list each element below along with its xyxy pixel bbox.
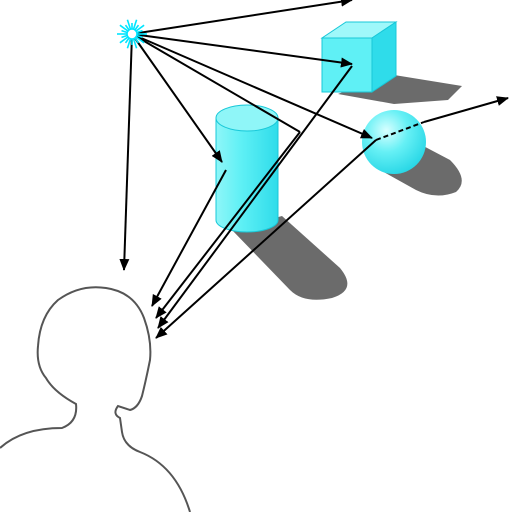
sun-ray [119, 24, 129, 32]
sun-ray [135, 36, 145, 44]
cube [320, 21, 398, 93]
viewer-head-silhouette [0, 286, 191, 512]
sun-ray [136, 34, 143, 39]
sun-ray [134, 37, 140, 44]
ray-light-to-ground [119, 33, 133, 271]
sun-ray [132, 19, 138, 30]
ray-light-to-offscreen [131, 0, 353, 35]
sun-ray [126, 19, 132, 30]
sun-core [126, 28, 138, 40]
sun-ray [136, 29, 143, 34]
sun-ray [119, 36, 129, 44]
ray-light-to-sphere [131, 33, 373, 139]
rays [119, 0, 509, 339]
ray-cube-to-eye [157, 65, 353, 329]
sun-ray [126, 38, 132, 49]
ray-refracted-out [423, 96, 509, 123]
cylinder [215, 104, 279, 233]
ray-light-to-shadow [131, 33, 301, 133]
sun-ray [124, 37, 130, 44]
cylinder-shadow [232, 216, 348, 300]
cube-front-face [321, 37, 373, 93]
sun-ray [121, 34, 128, 39]
ray-light-to-cylinder [131, 33, 223, 163]
ray-sphere-to-eye [155, 139, 377, 339]
cylinder-top [215, 104, 279, 132]
sun-ray [134, 24, 140, 31]
sun-ray [121, 29, 128, 34]
cube-side-face [371, 21, 397, 93]
ray-light-to-cube [131, 33, 353, 68]
sun-burst-icon [117, 19, 147, 49]
cube-shadow [338, 74, 462, 104]
cylinder-body [215, 117, 279, 233]
ray-cylinder-to-eye [151, 169, 227, 307]
shadows [232, 74, 462, 300]
sphere [362, 110, 426, 174]
sun-ray [132, 38, 138, 49]
ray-refracted-inside-sphere [375, 121, 425, 141]
sun-ray [124, 24, 130, 31]
ray-shadow-to-eye [155, 131, 301, 319]
sun-ray [135, 24, 145, 32]
